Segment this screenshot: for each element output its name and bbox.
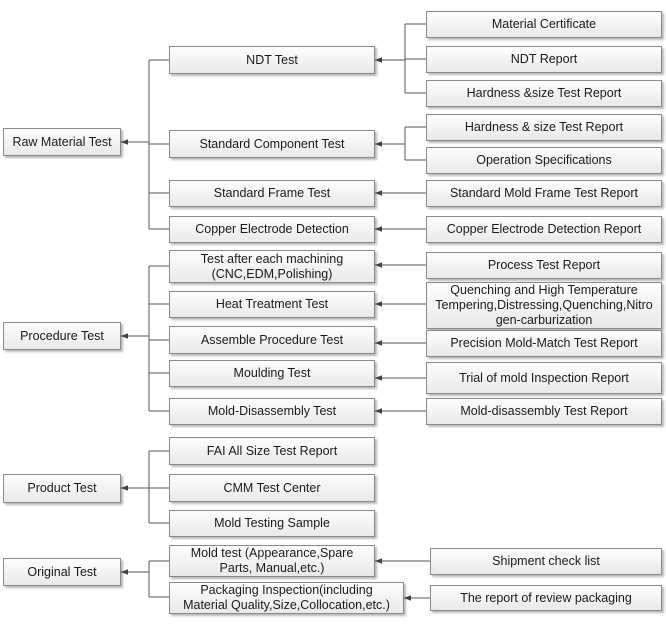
mold-disassembly-report-box: Mold-disassembly Test Report xyxy=(426,398,662,425)
standard-component-test-box: Standard Component Test xyxy=(169,130,375,158)
product-test-box: Product Test xyxy=(3,474,121,503)
assemble-procedure-test-box: Assemble Procedure Test xyxy=(169,326,375,354)
mold-disassembly-test-box: Mold-Disassembly Test xyxy=(169,398,375,425)
operation-specifications-box: Operation Specifications xyxy=(426,147,662,174)
material-certificate-box: Material Certificate xyxy=(426,11,662,38)
process-test-report-box: Process Test Report xyxy=(426,252,662,279)
hardness-size-report-box-2: Hardness & size Test Report xyxy=(426,114,662,141)
cmm-test-center-box: CMM Test Center xyxy=(169,474,375,502)
mold-testing-sample-box: Mold Testing Sample xyxy=(169,510,375,537)
packaging-inspection-box: Packaging Inspection(including Material … xyxy=(169,582,404,614)
standard-mold-frame-report-box: Standard Mold Frame Test Report xyxy=(426,180,662,207)
review-packaging-report-box: The report of review packaging xyxy=(430,585,662,611)
ndt-test-box: NDT Test xyxy=(169,46,375,74)
standard-frame-test-box: Standard Frame Test xyxy=(169,180,375,207)
heat-treatment-test-box: Heat Treatment Test xyxy=(169,291,375,318)
precision-mold-match-report-box: Precision Mold-Match Test Report xyxy=(426,330,662,357)
moulding-test-box: Moulding Test xyxy=(169,360,375,387)
ndt-report-box: NDT Report xyxy=(426,46,662,73)
machining-test-box: Test after each machining (CNC,EDM,Polis… xyxy=(169,250,375,283)
trial-mold-inspection-report-box: Trial of mold Inspection Report xyxy=(426,362,662,394)
copper-electrode-report-box: Copper Electrode Detection Report xyxy=(426,216,662,243)
original-test-box: Original Test xyxy=(3,558,121,586)
mold-test-appearance-box: Mold test (Appearance,Spare Parts, Manua… xyxy=(169,545,375,577)
raw-material-test-box: Raw Material Test xyxy=(3,128,121,156)
fai-size-test-report-box: FAI All Size Test Report xyxy=(169,437,375,465)
hardness-size-report-box: Hardness &size Test Report xyxy=(426,80,662,107)
copper-electrode-detection-box: Copper Electrode Detection xyxy=(169,216,375,243)
quenching-tempering-box: Quenching and High Temperature Tempering… xyxy=(426,282,662,329)
shipment-check-list-box: Shipment check list xyxy=(430,548,662,575)
procedure-test-box: Procedure Test xyxy=(3,322,121,350)
